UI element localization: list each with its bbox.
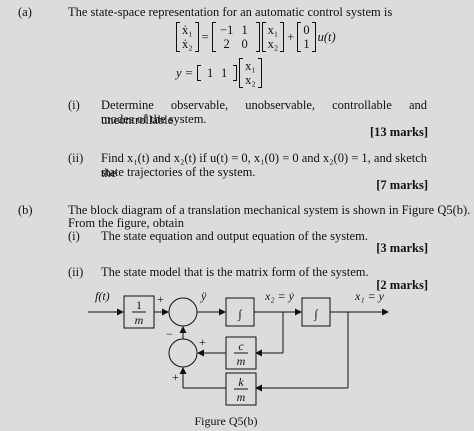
a-i-line2: modes of the system. <box>101 112 207 126</box>
gain-denominator: m <box>135 313 144 327</box>
b1: 0 <box>303 23 310 37</box>
bracket-left <box>297 22 302 52</box>
part-a-label: (a) <box>18 5 32 19</box>
state-equation: ẋ₁ ẋ₂ = −1 1 2 0 x₁ x₂ + 0 1 u(t) <box>176 22 336 52</box>
x1-dot: ẋ₁ <box>182 23 193 37</box>
b-i-label: (i) <box>68 229 80 243</box>
a-ii-line1: Find x₁(t) and x₂(t) if u(t) = 0, x₁(0) … <box>101 151 428 180</box>
part-b-label: (b) <box>18 203 33 217</box>
summer-plus-top: + <box>157 292 164 306</box>
damper-numerator: c <box>238 339 244 353</box>
a22: 0 <box>241 37 248 51</box>
b-i-text: The state equation and output equation o… <box>101 229 368 243</box>
bracket-right <box>311 22 316 52</box>
bracket-left <box>176 22 180 52</box>
b-ii-label: (ii) <box>68 265 84 279</box>
x1: x₁ <box>245 59 256 73</box>
part-b-intro-line1: The block diagram of a translation mecha… <box>68 203 471 217</box>
a11: −1 <box>220 23 234 37</box>
matrix-B: 0 1 <box>301 23 311 51</box>
x2: x₂ <box>267 37 279 51</box>
a-ii-marks: [7 marks] <box>376 178 428 192</box>
c1: 1 <box>206 66 214 80</box>
bracket-right <box>194 22 199 52</box>
b-ii-text: The state model that is the matrix form … <box>101 265 369 279</box>
x1-label: x₁ = y <box>354 289 385 303</box>
input-f-label: f(t) <box>95 289 110 303</box>
bracket-left <box>239 58 244 88</box>
bracket-right <box>280 22 285 52</box>
b-ii-marks: [2 marks] <box>376 278 428 292</box>
figure-caption: Figure Q5(b) <box>195 414 258 428</box>
integrator-1-symbol: ∫ <box>237 307 242 321</box>
a-i-label: (i) <box>68 98 80 112</box>
summer-2-plus-bottom: + <box>172 370 179 384</box>
state-vector: x₁ x₂ <box>266 23 281 51</box>
a-ii-label: (ii) <box>68 151 84 165</box>
summing-junction-main <box>168 297 198 327</box>
spring-numerator: k <box>238 375 244 389</box>
part-a-intro: The state-space representation for an au… <box>68 5 393 19</box>
spring-denominator: m <box>237 390 246 404</box>
acceleration-label: ÿ <box>200 289 207 303</box>
state-derivative-vector: ẋ₁ ẋ₂ <box>180 23 195 51</box>
b2: 1 <box>303 37 310 51</box>
bracket-left <box>211 22 216 52</box>
output-equation: y = 1 1 x₁ x₂ <box>176 58 262 88</box>
summing-junction-feedback <box>168 338 198 368</box>
plus-sign: + <box>287 29 295 44</box>
part-b-intro-line2: From the figure, obtain <box>68 216 184 230</box>
matrix-A: −1 1 2 0 <box>216 23 256 51</box>
output-y: y = <box>176 65 194 80</box>
spring-k-over-m-block <box>225 372 257 406</box>
x2-label: x₂ = ẏ <box>264 289 295 303</box>
matrix-C: 1 1 <box>201 66 233 80</box>
a-i-marks: [13 marks] <box>370 125 428 139</box>
bracket-left <box>261 22 266 52</box>
bracket-right <box>255 22 260 52</box>
a-i-line1: Determine observable, unobservable, cont… <box>101 98 427 127</box>
summer-2-plus-right: + <box>199 335 206 349</box>
input-u: u(t) <box>317 29 336 44</box>
a-ii-line2: state trajectories of the system. <box>101 165 256 179</box>
equals-sign: = <box>201 29 209 44</box>
bracket-right <box>233 65 238 81</box>
a12: 1 <box>241 23 248 37</box>
x2-dot: ẋ₂ <box>182 37 193 51</box>
gain-numerator: 1 <box>136 298 142 312</box>
bracket-left <box>197 65 202 81</box>
c2: 1 <box>220 66 228 80</box>
damper-denominator: m <box>237 354 246 368</box>
a21: 2 <box>223 37 230 51</box>
bracket-right <box>257 58 262 88</box>
integrator-2-symbol: ∫ <box>313 307 318 321</box>
summer-minus-sign: − <box>166 327 173 341</box>
x1: x₁ <box>267 23 279 37</box>
x2: x₂ <box>245 73 256 87</box>
b-i-marks: [3 marks] <box>376 241 428 255</box>
state-vector: x₁ x₂ <box>243 59 258 87</box>
